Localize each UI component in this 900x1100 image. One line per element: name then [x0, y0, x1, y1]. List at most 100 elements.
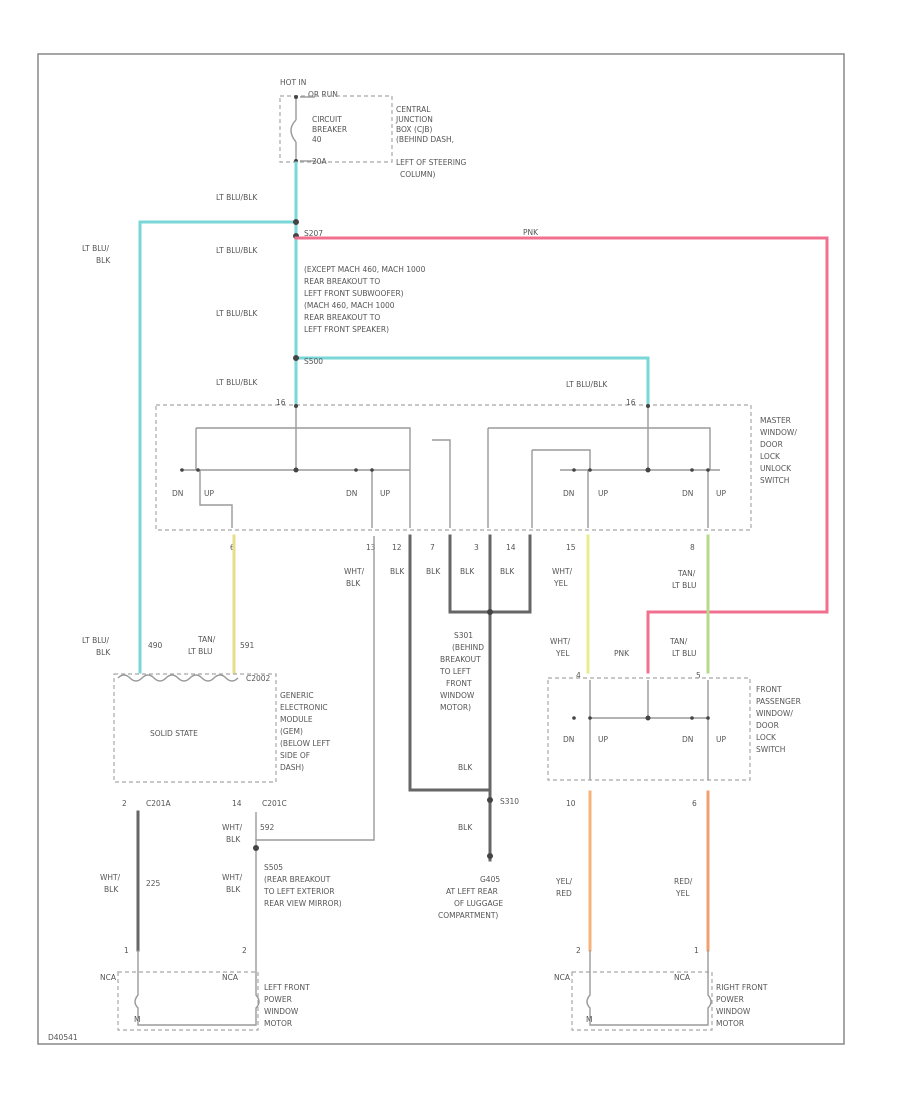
lm-note-3: TO LEFT EXTERIOR: [263, 887, 335, 896]
cjb-line-3: BOX (CJB): [396, 125, 432, 134]
gem-title-6: SIDE OF: [280, 751, 310, 760]
cb-line-1: CIRCUIT: [312, 115, 342, 124]
lm-pin1: 1: [124, 946, 129, 955]
w13-label-a: WHT/: [344, 567, 365, 576]
lm-note-4: REAR VIEW MIRROR): [264, 899, 342, 908]
ps-up-1: UP: [598, 735, 608, 744]
w15-label-a: WHT/: [552, 567, 573, 576]
gem-title-3: MODULE: [280, 715, 313, 724]
cb-line-4: 20A: [312, 157, 328, 166]
s301-blk: BLK: [458, 763, 473, 772]
lm-wire3-a: WHT/: [222, 873, 243, 882]
ps-title-3: WINDOW/: [756, 709, 793, 718]
rm-pin2: 1: [694, 946, 699, 955]
gem-title-2: ELECTRONIC: [280, 703, 328, 712]
master-pin-13: 13: [366, 543, 376, 552]
cjb-line-1: CENTRAL: [396, 105, 431, 114]
gem-blk: BLK: [96, 648, 111, 657]
gem-solid-state: SOLID STATE: [150, 729, 198, 738]
master-up-3: UP: [598, 489, 608, 498]
master-pin-7: 7: [430, 543, 435, 552]
gem-pin-2: 2: [122, 799, 127, 808]
rm-wire2-b: YEL: [675, 889, 690, 898]
rm-wire2-a: RED/: [674, 877, 693, 886]
w12-label: BLK: [390, 567, 405, 576]
footer-code: D40541: [48, 1033, 78, 1042]
s301-line-6: WINDOW: [440, 691, 475, 700]
rm-nca-2: NCA: [674, 973, 691, 982]
master-up-2: UP: [380, 489, 390, 498]
s301-ground: S301 (BEHIND BREAKOUT TO LEFT FRONT WIND…: [438, 631, 519, 920]
w6-label-c: 591: [240, 641, 255, 650]
ground-line-2: OF LUGGAGE: [454, 899, 503, 908]
master-up-1: UP: [204, 489, 214, 498]
lm-wire1-circuit: 225: [146, 879, 161, 888]
cjb-box: [279, 95, 393, 163]
master-pin-top-left: 16: [276, 398, 286, 407]
pnk-wire: PNK: [294, 228, 829, 674]
s310-blk: BLK: [458, 823, 473, 832]
wire-label-left-blk: BLK: [96, 256, 111, 265]
gem-490: 490: [148, 641, 163, 650]
splice-note-6: LEFT FRONT SPEAKER): [304, 325, 389, 334]
w6-label-b: LT BLU: [188, 647, 213, 656]
lm-wire2-a: WHT/: [222, 823, 243, 832]
ps-pnk: PNK: [614, 649, 630, 658]
w13-label-b: BLK: [346, 579, 361, 588]
ps-pin-10: 10: [566, 799, 576, 808]
splice-s207: S207: [304, 229, 323, 238]
lm-title-1: LEFT FRONT: [264, 983, 310, 992]
w3-label: BLK: [460, 567, 475, 576]
lm-note-1: S505: [264, 863, 283, 872]
ps-wht: WHT/: [550, 637, 571, 646]
splice-s310: S310: [500, 797, 519, 806]
lm-nca-1: NCA: [100, 973, 117, 982]
gem-box: [113, 673, 277, 783]
master-title-2: WINDOW/: [760, 428, 797, 437]
cjb-line-6: COLUMN): [400, 170, 436, 179]
rm-title-4: MOTOR: [716, 1019, 744, 1028]
ground-line-3: COMPARTMENT): [438, 911, 498, 920]
s301-line-3: BREAKOUT: [440, 655, 481, 664]
wire-label-left-ltblu: LT BLU/: [82, 244, 110, 253]
rm-pin1: 2: [576, 946, 581, 955]
w8-label-a: TAN/: [677, 569, 696, 578]
ps-up-2: UP: [716, 735, 726, 744]
rm-nca-1: NCA: [554, 973, 571, 982]
gem-pin-14: 14: [232, 799, 242, 808]
master-pin-12: 12: [392, 543, 402, 552]
master-title-6: SWITCH: [760, 476, 789, 485]
master-title-3: DOOR: [760, 440, 783, 449]
gem-title-5: (BELOW LEFT: [280, 739, 331, 748]
ps-dn-2: DN: [682, 735, 693, 744]
gem-conn-right: C201C: [262, 799, 287, 808]
gem-connector: C2002: [246, 674, 271, 683]
cjb-line-4: (BEHIND DASH,: [396, 135, 454, 144]
cb-line-2: BREAKER: [312, 125, 347, 134]
cjb-line-2: JUNCTION: [395, 115, 433, 124]
ps-box: [547, 677, 751, 781]
master-pin-3: 3: [474, 543, 479, 552]
hot-sub-label: OR RUN: [308, 90, 338, 99]
ps-yel: YEL: [555, 649, 570, 658]
master-title-5: UNLOCK: [760, 464, 792, 473]
gem-title-4: (GEM): [280, 727, 303, 736]
left-front-window-motor: WHT/ BLK 225 WHT/ BLK 592 WHT/ BLK S505 …: [100, 810, 342, 1031]
cb-line-3: 40: [312, 135, 322, 144]
rm-wire1-b: RED: [556, 889, 572, 898]
lm-wire3-b: BLK: [226, 885, 241, 894]
master-switch-box: [155, 404, 752, 531]
ps-title-2: PASSENGER: [756, 697, 801, 706]
splice-s500: S500: [304, 357, 323, 366]
lm-nca-2: NCA: [222, 973, 239, 982]
splice-note-1: (EXCEPT MACH 460, MACH 1000: [304, 265, 426, 274]
w8-label-b: LT BLU: [672, 581, 697, 590]
s301-line-7: MOTOR): [440, 703, 471, 712]
gem-ltblu: LT BLU/: [82, 636, 110, 645]
central-junction-box: HOT IN OR RUN CIRCUIT BREAKER 40 20A CEN…: [279, 78, 467, 179]
master-dn-3: DN: [563, 489, 574, 498]
wire-label-mid2: LT BLU/BLK: [216, 309, 258, 318]
ground-g405: G405: [480, 875, 500, 884]
wire-label-pnk: PNK: [523, 228, 539, 237]
master-pin-15: 15: [566, 543, 576, 552]
